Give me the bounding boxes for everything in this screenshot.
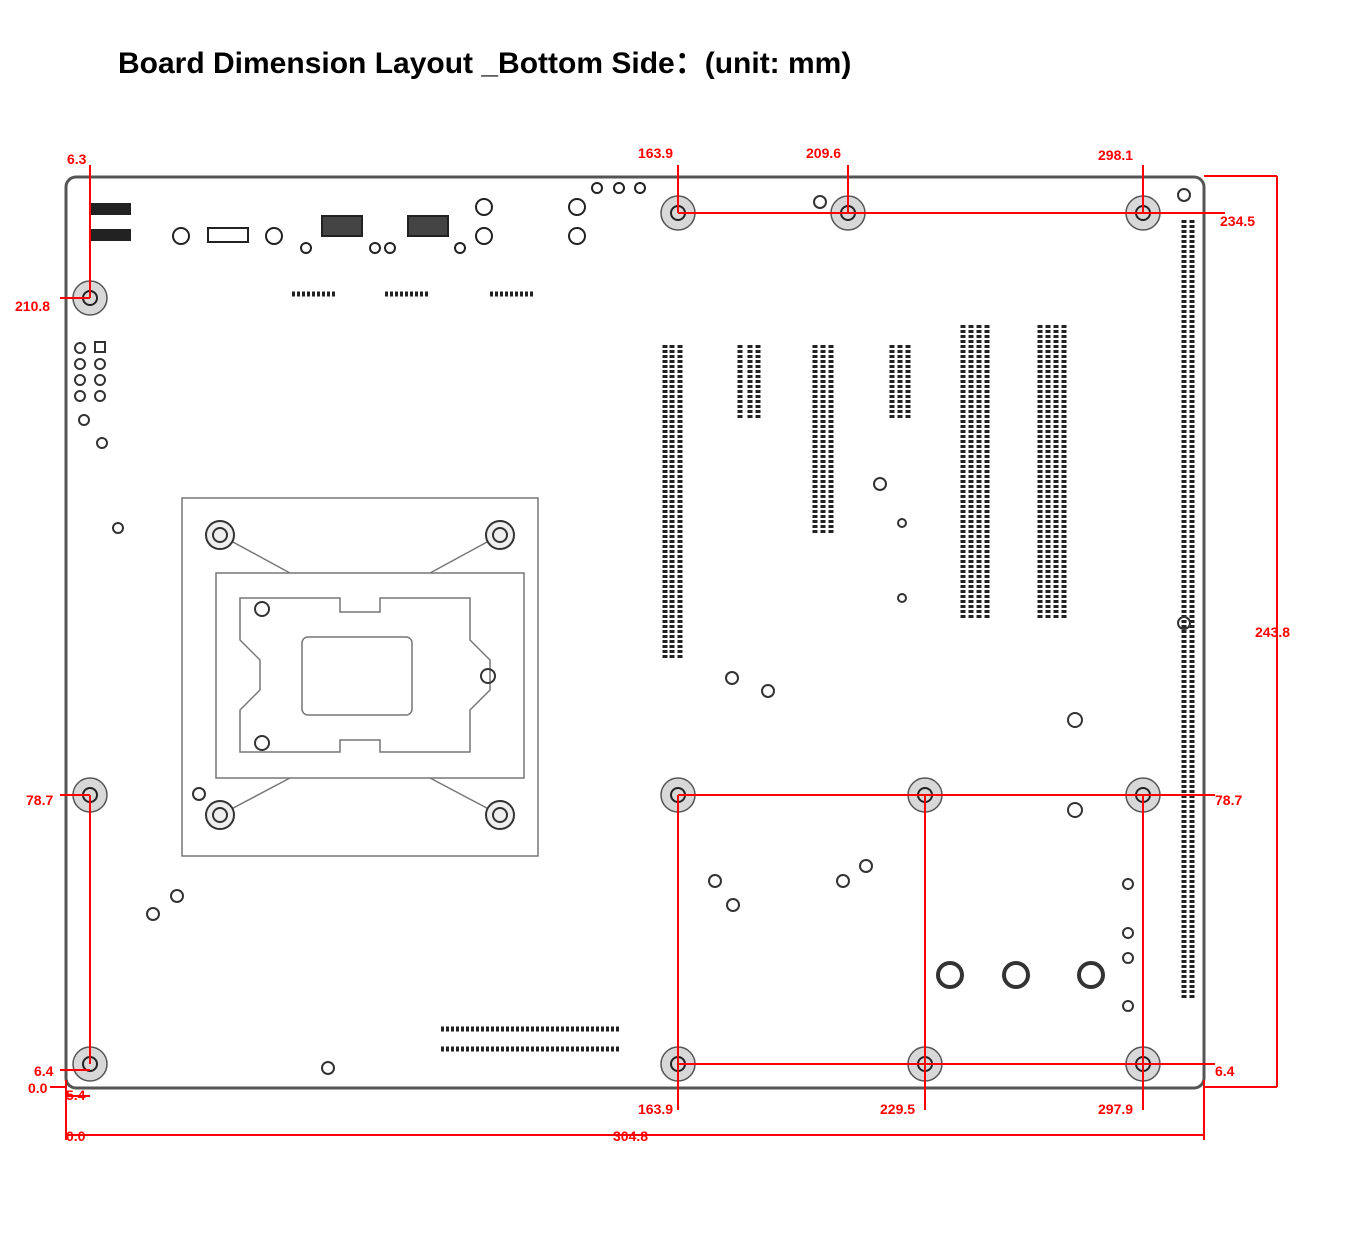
dimension-lines [50,165,1278,1140]
dim-right-1: 234.5 [1220,213,1255,229]
dim-bottom-4: 0.0 [66,1128,86,1144]
cpu-socket [181,497,539,857]
component-holes [74,188,1191,1075]
rear-io-connectors [91,182,646,254]
dim-left-2: 78.7 [26,792,53,808]
dim-top-3: 209.6 [806,145,841,161]
expansion-slot-pins [292,220,1195,1052]
dim-left-5: 5.4 [66,1087,86,1103]
dim-top-1: 6.3 [67,151,87,167]
mounting-holes [72,195,1161,1082]
dim-left-1: 210.8 [15,298,50,314]
board-outline [64,175,1206,1090]
dim-bottom-5: 304.8 [613,1128,648,1144]
dim-top-2: 163.9 [638,145,673,161]
dimension-labels: 6.3 163.9 209.6 298.1 234.5 243.8 78.7 6… [15,145,1290,1144]
dim-bottom-1: 163.9 [638,1101,673,1117]
dim-left-4: 0.0 [28,1080,48,1096]
dim-bottom-2: 229.5 [880,1101,915,1117]
dim-right-2: 243.8 [1255,624,1290,640]
dim-bottom-3: 297.9 [1098,1101,1133,1117]
dim-right-3: 78.7 [1215,792,1242,808]
dim-right-4: 6.4 [1215,1063,1235,1079]
dim-top-4: 298.1 [1098,147,1133,163]
dim-left-3: 6.4 [34,1063,54,1079]
mounting-hole-centers [82,205,1151,1072]
page-title: Board Dimension Layout _Bottom Side：(uni… [118,47,852,80]
cpu-socket-holes [205,520,515,830]
